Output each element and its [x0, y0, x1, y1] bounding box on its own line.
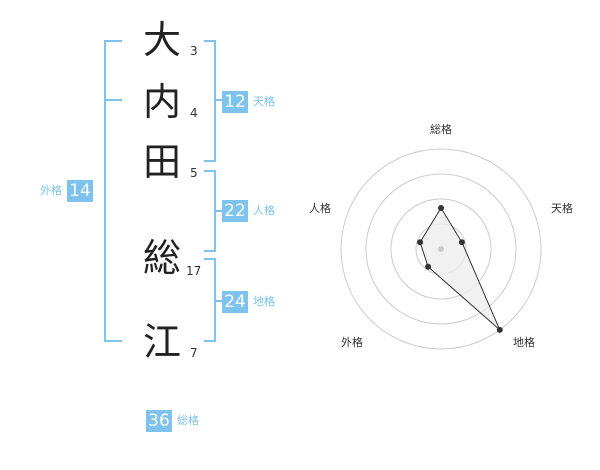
gaikaku-label: 外格 — [40, 184, 62, 197]
jinkaku-value: 22 — [222, 200, 248, 222]
jinkaku-bracket-tick — [214, 210, 222, 212]
radar-point-2 — [458, 239, 465, 246]
radar-ring-2 — [390, 198, 492, 300]
radar-axis-label-soukaku: 総格 — [430, 122, 452, 136]
name-char-1: 大 — [142, 18, 181, 62]
radar-axis-label-chikaku: 地格 — [513, 335, 535, 349]
radar-axis-label-gaikaku: 外格 — [341, 335, 363, 349]
chikaku-score: 24 地格 — [222, 291, 275, 313]
soukaku-label: 総格 — [177, 414, 199, 427]
chikaku-bracket-tick — [214, 300, 222, 302]
jinkaku-label: 人格 — [253, 204, 275, 217]
radar-area — [419, 207, 501, 331]
jinkaku-score: 22 人格 — [222, 200, 275, 222]
gaikaku-score: 外格 14 — [40, 180, 93, 202]
name-char-2: 内 — [142, 80, 181, 124]
name-char-5: 江 — [142, 320, 181, 364]
radar-axis-label-tenkaku: 天格 — [551, 201, 573, 215]
name-char-3: 田 — [142, 140, 181, 184]
soukaku-value: 36 — [146, 410, 172, 432]
radar-point-1 — [438, 205, 444, 211]
stroke-count-5: 7 — [190, 346, 198, 360]
gaikaku-bracket — [104, 40, 122, 342]
stroke-count-4: 17 — [186, 264, 202, 278]
gaikaku-bracket-tick — [104, 99, 122, 101]
radar-rings — [340, 148, 542, 350]
tenkaku-label: 天格 — [253, 95, 275, 108]
radar-points — [417, 205, 503, 333]
radar-center-dot — [438, 246, 444, 252]
stroke-count-3: 5 — [190, 166, 198, 180]
radar-point-4 — [425, 263, 432, 270]
radar-ring-3 — [365, 173, 517, 325]
tenkaku-bracket-tick — [214, 99, 222, 101]
radar-ring-4 — [340, 148, 542, 350]
stroke-count-2: 4 — [190, 106, 198, 120]
radar-point-3 — [496, 326, 503, 333]
stroke-count-1: 3 — [190, 44, 198, 58]
radar-point-5 — [417, 239, 424, 246]
tenkaku-value: 12 — [222, 91, 248, 113]
chikaku-label: 地格 — [253, 295, 275, 308]
tenkaku-bracket — [204, 40, 216, 162]
radar-axis-label-jinkaku: 人格 — [309, 201, 331, 215]
gaikaku-value: 14 — [67, 180, 93, 202]
tenkaku-score: 12 天格 — [222, 91, 275, 113]
chikaku-value: 24 — [222, 291, 248, 313]
soukaku-score: 36 総格 — [146, 410, 199, 432]
name-char-4: 総 — [142, 236, 181, 280]
radar-chart: 総格 天格 地格 外格 人格 — [309, 122, 573, 350]
